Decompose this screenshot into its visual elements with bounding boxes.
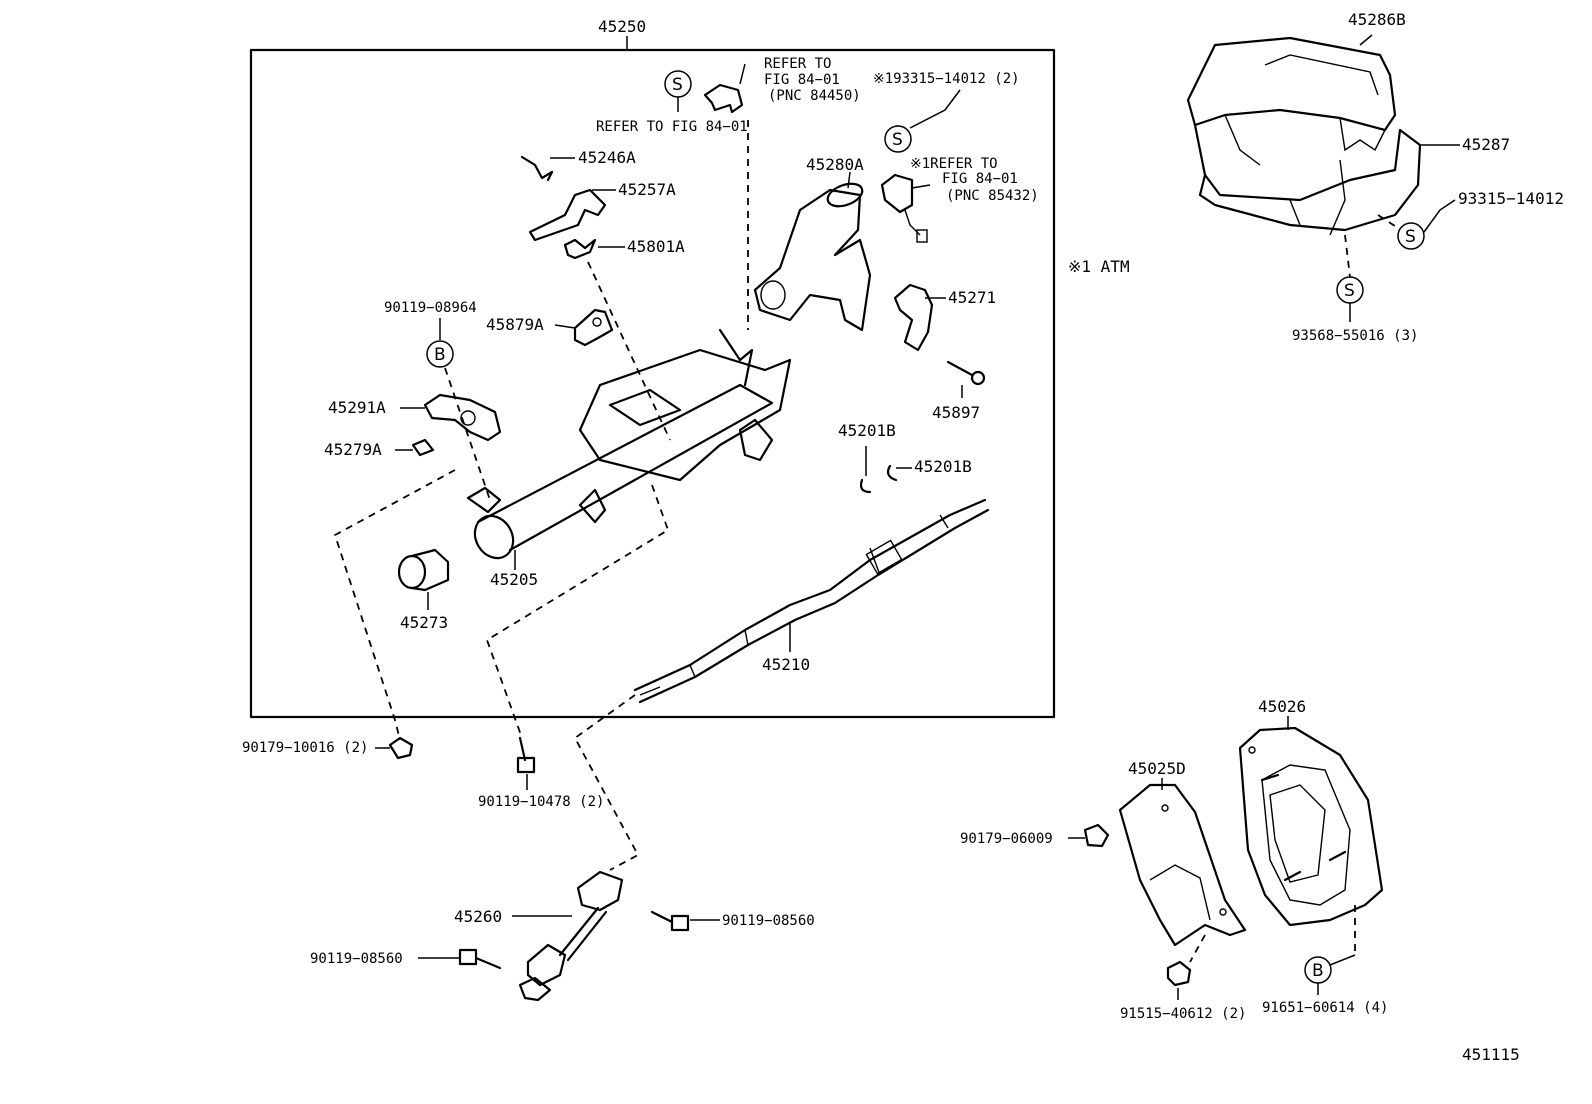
label-45280A: 45280A <box>806 155 864 174</box>
label-45271: 45271 <box>948 288 996 307</box>
part-45801A <box>563 238 597 260</box>
label-90179-10016: 90179−10016 (2) <box>242 740 368 756</box>
nut-90179-10016 <box>388 736 414 760</box>
bushing-45273 <box>397 548 450 592</box>
label-45205: 45205 <box>490 570 538 589</box>
part-45879A <box>573 308 614 347</box>
label-45801A: 45801A <box>627 237 685 256</box>
refer-top-line3: (PNC 84450) <box>768 88 861 104</box>
label-45260: 45260 <box>454 907 502 926</box>
refer-left-text: REFER TO FIG 84−01 <box>596 119 748 135</box>
clip-45201B <box>886 464 898 482</box>
bolt-symbol-b <box>426 340 454 368</box>
svg-text:S: S <box>1344 281 1355 301</box>
column-cover-upper <box>1186 36 1402 202</box>
bolt-90119-08560-right <box>650 910 690 932</box>
figure-number: 451115 <box>1462 1045 1520 1064</box>
label-45257A: 45257A <box>618 180 676 199</box>
assembly-frame <box>249 48 1056 719</box>
refer-top-line1: REFER TO <box>764 56 831 72</box>
label-90119-10478: 90119−10478 (2) <box>478 794 604 810</box>
screw-symbol-s <box>1397 222 1425 250</box>
part-45257A <box>528 188 607 242</box>
bolt-90119-10478 <box>516 736 536 774</box>
note-atm: ※1 ATM <box>1068 257 1130 276</box>
svg-text:S: S <box>892 130 903 150</box>
label-45246A: 45246A <box>578 148 636 167</box>
steering-shaft-45210 <box>633 498 990 704</box>
label-45025D: 45025D <box>1128 759 1186 778</box>
label-45210: 45210 <box>762 655 810 674</box>
nut-91515-40612 <box>1166 960 1192 987</box>
nut-90179-06009 <box>1083 823 1110 848</box>
label-45026: 45026 <box>1258 697 1306 716</box>
screw-symbol-s <box>884 125 912 153</box>
label-90119-08964: 90119−08964 <box>384 300 477 316</box>
bolt-90119-08560-left <box>458 948 502 970</box>
clip-45201B <box>859 478 872 494</box>
column-cover-lower <box>1198 128 1422 236</box>
refer-right-line2: FIG 84−01 <box>942 171 1018 187</box>
label-45279A: 45279A <box>324 440 382 459</box>
part-45291A <box>423 393 502 442</box>
refer-right-line1: ※1REFER TO <box>910 156 998 172</box>
label-45287: 45287 <box>1462 135 1510 154</box>
label-45201B-a: 45201B <box>838 421 896 440</box>
part-45279A <box>411 438 435 457</box>
label-45879A: 45879A <box>486 315 544 334</box>
assembly-label: 45250 <box>598 17 646 36</box>
refer-right-line3: (PNC 85432) <box>946 188 1039 204</box>
svg-text:S: S <box>1405 227 1416 247</box>
u-joint-45260 <box>518 870 624 1002</box>
refer-top-line2: FIG 84−01 <box>764 72 840 88</box>
label-93315-14012-right: 93315−14012 <box>1458 189 1564 208</box>
column-tube-45205 <box>466 328 792 560</box>
svg-text:S: S <box>672 75 683 95</box>
label-91651-60614: 91651−60614 (4) <box>1262 1000 1388 1016</box>
bolt-45897 <box>946 360 986 386</box>
label-45897: 45897 <box>932 403 980 422</box>
svg-text:B: B <box>434 345 446 365</box>
svg-text:B: B <box>1312 961 1324 981</box>
key-cylinder-part <box>703 83 744 114</box>
label-45273: 45273 <box>400 613 448 632</box>
part-45246A <box>520 155 554 182</box>
bracket-45280A <box>753 182 872 332</box>
boot-45025D <box>1118 783 1247 947</box>
label-91515-40612: 91515−40612 (2) <box>1120 1006 1246 1022</box>
label-93568-55016: 93568−55016 (3) <box>1292 328 1418 344</box>
part-45271 <box>893 283 934 352</box>
label-45291A: 45291A <box>328 398 386 417</box>
label-45201B-b: 45201B <box>914 457 972 476</box>
label-90179-06009: 90179−06009 <box>960 831 1053 847</box>
plate-45026 <box>1238 726 1384 927</box>
label-93315-14012-top: ※193315−14012 (2) <box>873 71 1020 87</box>
switch-part <box>880 173 928 243</box>
label-90119-08560-right: 90119−08560 <box>722 913 815 929</box>
label-45286B: 45286B <box>1348 10 1406 29</box>
label-90119-08560-left: 90119−08560 <box>310 951 403 967</box>
